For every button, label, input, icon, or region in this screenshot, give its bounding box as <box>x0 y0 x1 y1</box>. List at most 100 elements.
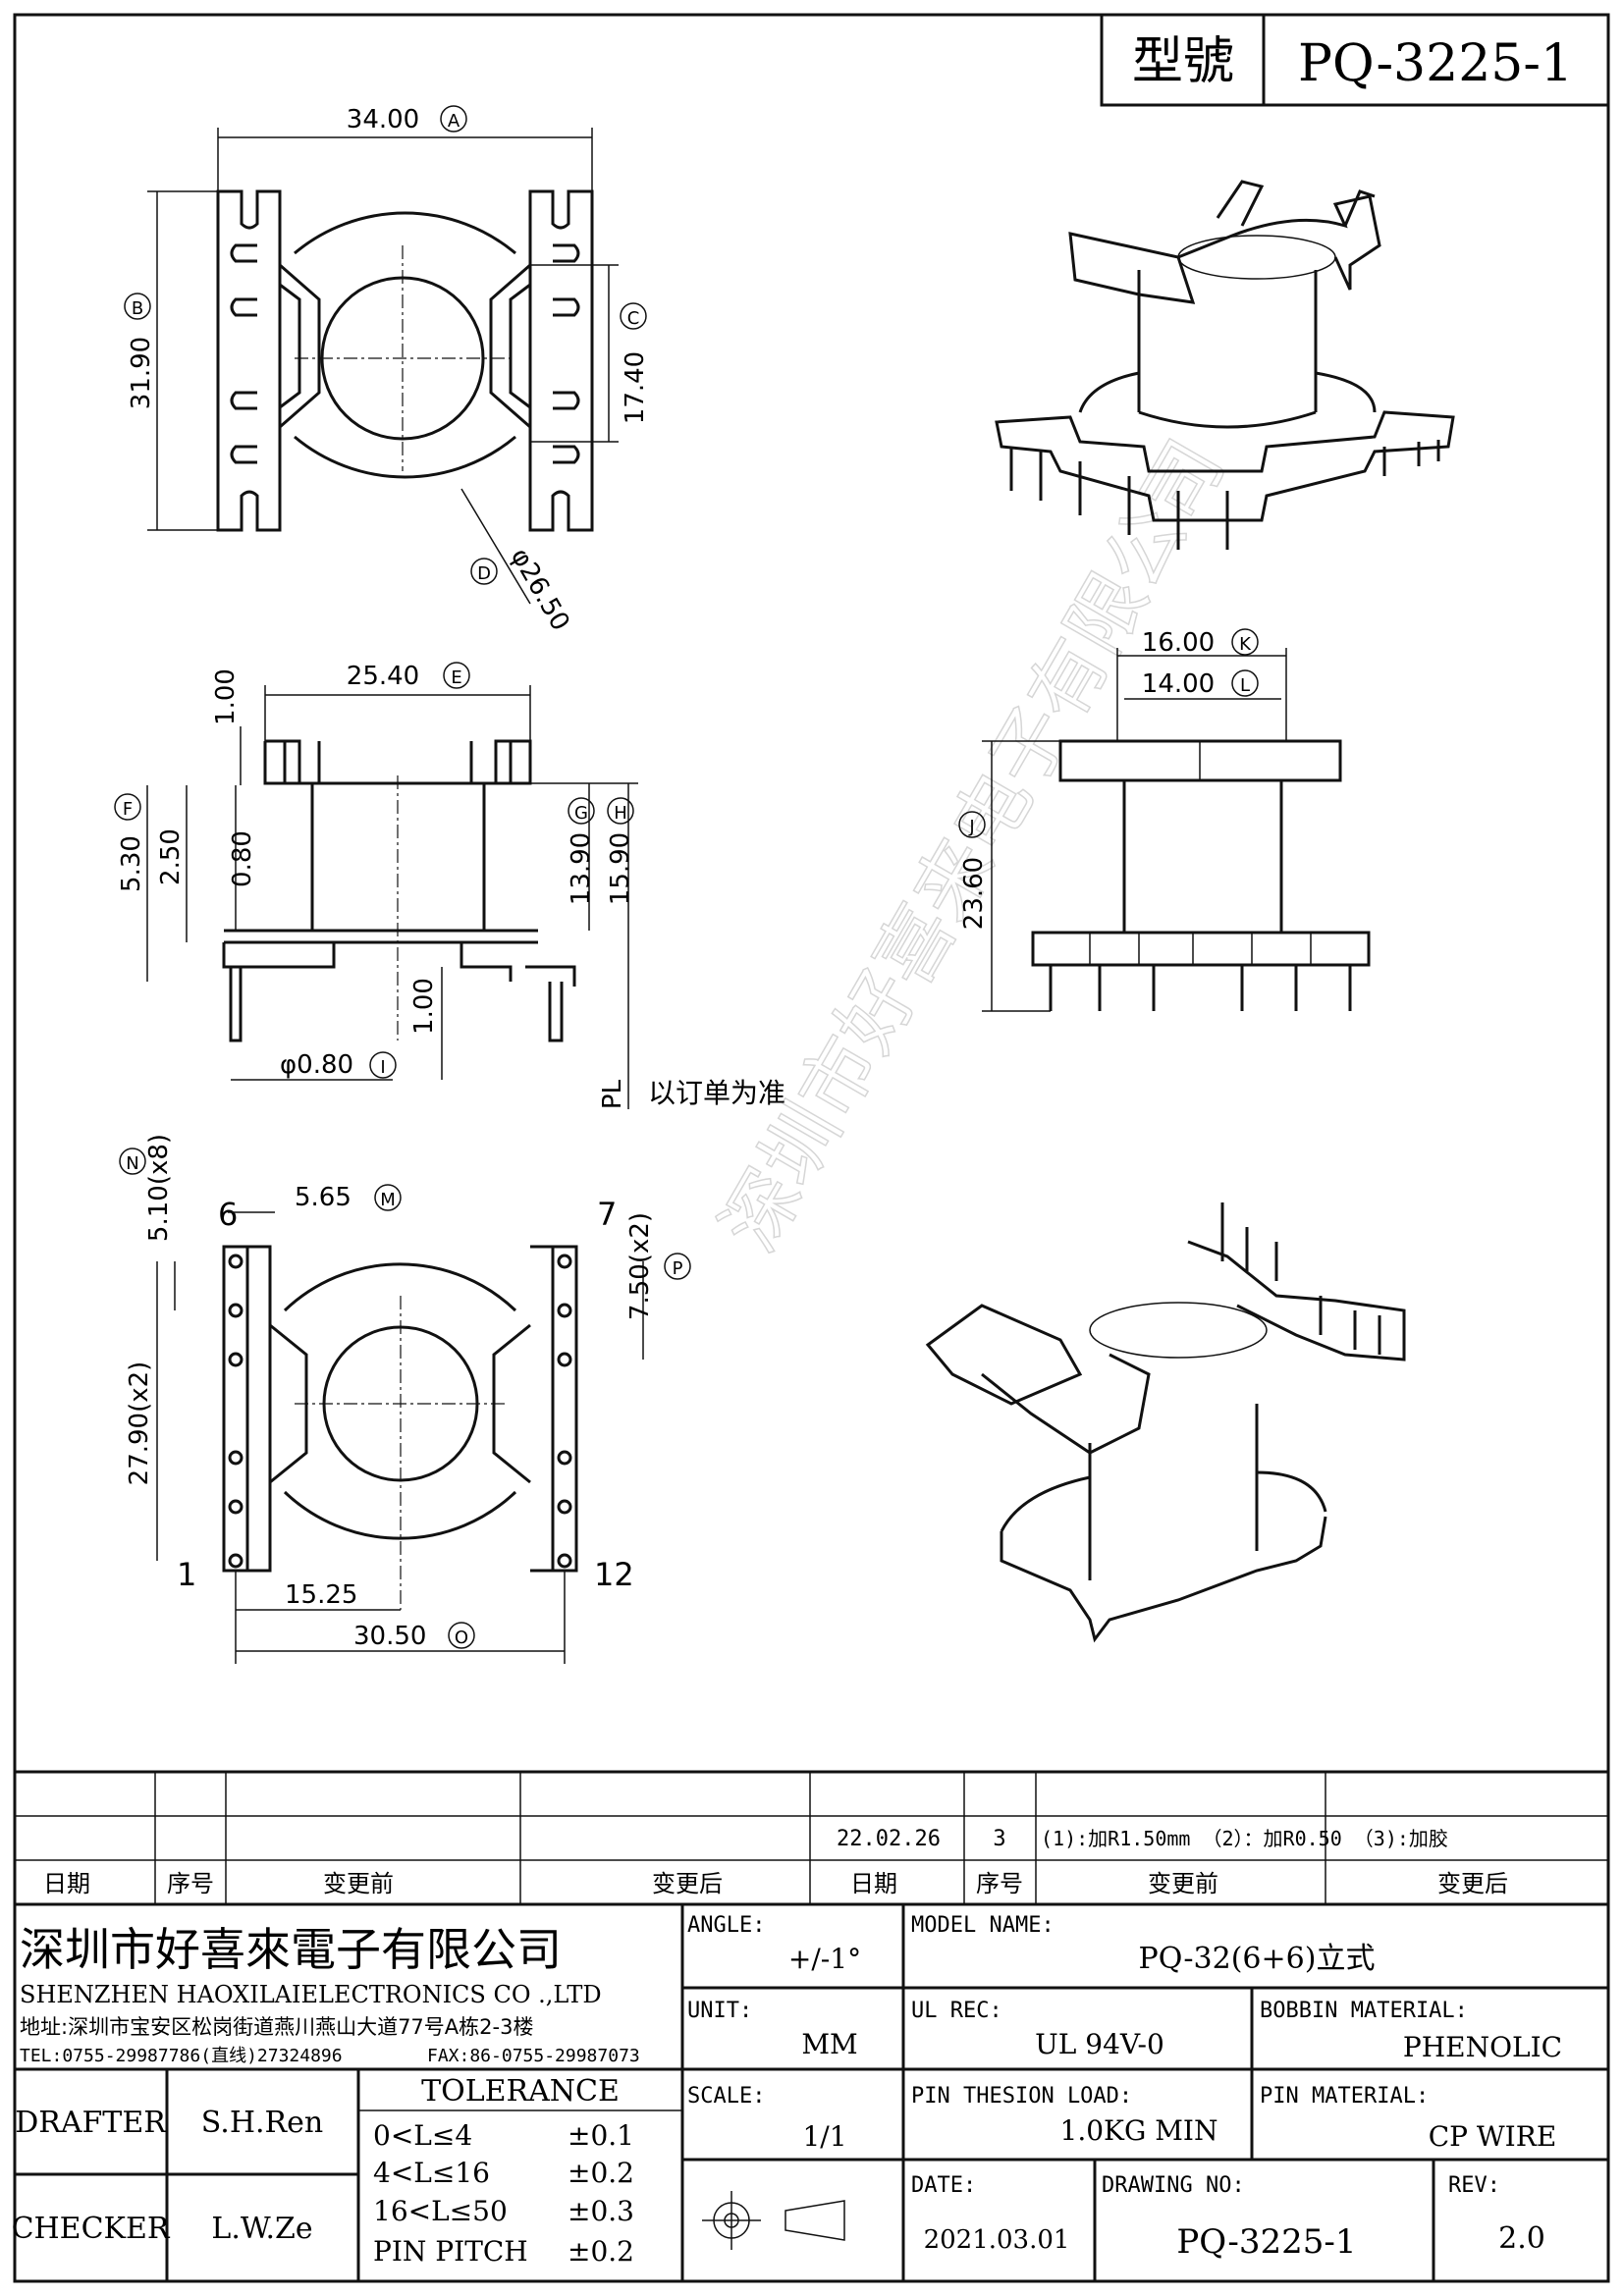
unit-value: MM <box>801 2028 857 2060</box>
dim-top-width: 34.00 <box>347 105 419 134</box>
ref-n: N <box>126 1153 138 1174</box>
ref-m: M <box>380 1190 396 1210</box>
drawing-no-value: PQ-3225-1 <box>1176 2222 1356 2262</box>
iso-view-top <box>995 180 1455 550</box>
ref-l: L <box>1240 675 1250 696</box>
checker-label: CHECKER <box>12 2212 171 2246</box>
rev-header-before-2: 变更前 <box>1148 1870 1218 1897</box>
dim-side-f2: 2.50 <box>156 828 186 885</box>
tol-value-0: ±0.1 <box>568 2119 634 2152</box>
dim-front-k: 16.00 <box>1142 628 1215 658</box>
tolerance-label: TOLERANCE <box>421 2074 620 2109</box>
ul-rec-label: UL REC: <box>911 1999 1002 2023</box>
dim-bottom-m: 5.65 <box>295 1183 352 1212</box>
date-label: DATE: <box>911 2173 976 2198</box>
pin-tension-value: 1.0KG MIN <box>1060 2114 1218 2147</box>
rev-header-after-2: 变更后 <box>1437 1870 1508 1897</box>
ref-i: I <box>380 1057 385 1078</box>
rev-header-after: 变更后 <box>652 1870 723 1897</box>
company-tel: TEL:0755-29987786(直线)27324896 <box>20 2046 343 2066</box>
pin-material-label: PIN MATERIAL: <box>1260 2084 1429 2109</box>
dim-top-height: 31.90 <box>127 337 156 409</box>
model-name-label: MODEL NAME: <box>911 1913 1055 1938</box>
dim-top-inner: 17.40 <box>621 351 650 424</box>
front-view: 16.00 K 14.00 L 23.60 J <box>958 628 1371 1012</box>
rev-header-seq-2: 序号 <box>976 1870 1023 1897</box>
ref-p: P <box>673 1258 683 1279</box>
unit-label: UNIT: <box>687 1999 752 2023</box>
scale-label: SCALE: <box>687 2084 765 2109</box>
dim-bottom-half: 15.25 <box>285 1580 357 1610</box>
model-header: 型號 PQ-3225-1 <box>1100 13 1610 107</box>
ref-o: O <box>455 1628 468 1648</box>
watermark: 深圳市好喜来电子有限公司 <box>706 426 1242 1266</box>
drafter-value: S.H.Ren <box>201 2106 323 2140</box>
ref-j: J <box>968 817 974 837</box>
ref-c: C <box>627 308 640 329</box>
dim-side-pl: PL <box>598 1079 627 1109</box>
dim-side-width: 25.40 <box>347 662 419 691</box>
top-view: 34.00 A 31.90 B 17.40 C φ26.50 D <box>124 105 650 636</box>
scale-value: 1/1 <box>802 2120 846 2153</box>
ref-g: G <box>574 803 588 824</box>
iso-view-bottom <box>925 1202 1406 1643</box>
pl-note: 以订单为准 <box>648 1077 785 1109</box>
dim-side-pingap: 1.00 <box>409 978 439 1035</box>
dim-top-diameter: φ26.50 <box>505 544 575 636</box>
tol-range-2: 16<L≤50 <box>373 2195 508 2227</box>
dim-front-l: 14.00 <box>1142 669 1215 699</box>
dim-bottom-n: 5.10(x8) <box>144 1134 174 1242</box>
tol-value-3: ±0.2 <box>568 2235 634 2268</box>
tol-range-0: 0<L≤4 <box>373 2119 472 2152</box>
checker-value: L.W.Ze <box>211 2212 312 2246</box>
model-value: PQ-3225-1 <box>1298 34 1573 93</box>
model-label: 型號 <box>1132 32 1234 91</box>
title-block: 深圳市好喜來電子有限公司 SHENZHEN HAOXILAIELECTRONIC… <box>12 1904 1608 2281</box>
bobbin-material-value: PHENOLIC <box>1403 2031 1562 2063</box>
bottom-view: 6 7 1 12 5.65 M 5.10(x8) N 27.90(x2) 7.5… <box>119 1134 691 1664</box>
company-fax: FAX:86-0755-29987073 <box>427 2046 640 2066</box>
ref-b: B <box>132 298 143 319</box>
company-name-cn: 深圳市好喜來電子有限公司 <box>20 1923 562 1976</box>
rev-header-date-2: 日期 <box>850 1870 897 1897</box>
dim-side-f: 5.30 <box>117 835 146 892</box>
dim-side-topgap: 1.00 <box>211 668 241 725</box>
rev-entry-seq: 3 <box>993 1827 1005 1851</box>
side-view: 25.40 E 1.00 5.30 F 2.50 0.80 13.90 G 15… <box>114 662 785 1109</box>
company-name-en: SHENZHEN HAOXILAIELECTRONICS CO .,LTD <box>20 1981 602 2008</box>
model-name-value: PQ-32(6+6)立式 <box>1139 1942 1376 1976</box>
pin-1-label: 1 <box>177 1556 196 1593</box>
tol-range-3: PIN PITCH <box>373 2235 528 2268</box>
rev-label: REV: <box>1448 2173 1500 2198</box>
drafter-label: DRAFTER <box>15 2106 167 2140</box>
tol-value-2: ±0.3 <box>568 2195 634 2227</box>
revision-table: 日期 序号 变更前 变更后 日期 序号 变更前 变更后 22.02.26 3 (… <box>15 1770 1608 1906</box>
pin-material-value: CP WIRE <box>1429 2120 1557 2153</box>
rev-header-before: 变更前 <box>323 1870 394 1897</box>
date-value: 2021.03.01 <box>924 2225 1070 2255</box>
drawing-no-label: DRAWING NO: <box>1102 2173 1245 2198</box>
pin-tension-label: PIN THESION LOAD: <box>911 2084 1132 2109</box>
ref-a: A <box>448 111 460 132</box>
dim-bottom-q: 27.90(x2) <box>125 1362 154 1486</box>
pin-12-label: 12 <box>594 1556 634 1593</box>
dim-side-pindia: φ0.80 <box>280 1050 353 1080</box>
projection-symbol-icon <box>702 2191 845 2250</box>
ref-h: H <box>614 803 627 824</box>
pin-6-label: 6 <box>218 1196 238 1233</box>
rev-value: 2.0 <box>1498 2221 1545 2256</box>
rev-header-seq: 序号 <box>167 1870 214 1897</box>
top-left-comb <box>216 189 282 532</box>
angle-value: +/-1° <box>788 1943 861 1975</box>
dim-side-h: 15.90 <box>606 832 635 905</box>
company-address: 地址:深圳市宝安区松岗街道燕川燕山大道77号A栋2-3楼 <box>20 2015 533 2039</box>
rev-header-date: 日期 <box>43 1870 90 1897</box>
tol-value-1: ±0.2 <box>568 2157 634 2189</box>
ref-f: F <box>123 799 133 820</box>
dim-front-j: 23.60 <box>959 857 989 930</box>
ref-e: E <box>451 667 461 688</box>
dim-bottom-o: 30.50 <box>353 1622 426 1651</box>
dim-side-g: 13.90 <box>567 832 596 905</box>
sheet-border <box>13 13 1610 2283</box>
